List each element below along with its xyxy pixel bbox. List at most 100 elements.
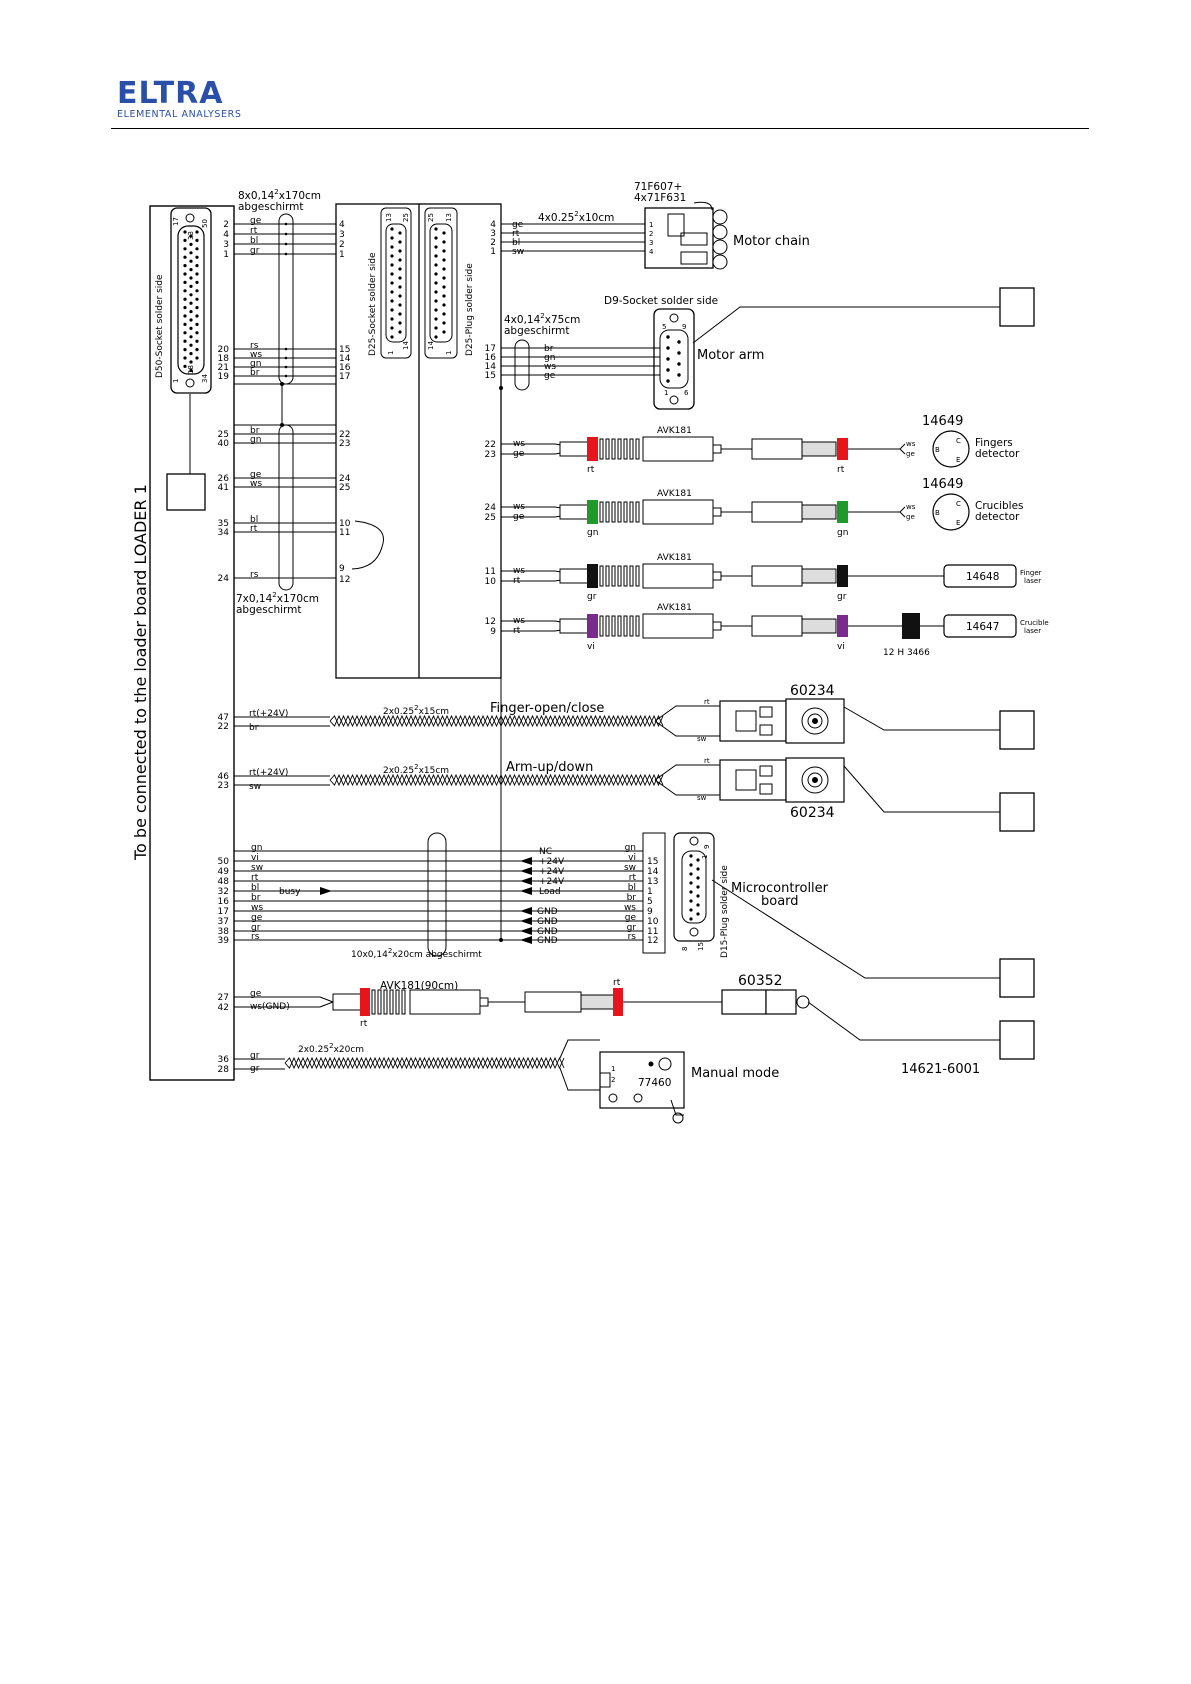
connector-pin: 4 (490, 220, 496, 230)
color-marker (837, 438, 848, 460)
loader-pin: 22 (218, 722, 229, 732)
connector-pin: 2 (339, 240, 345, 250)
signal-label: GND (537, 907, 558, 917)
color-marker (837, 615, 848, 637)
wire-loop (351, 520, 384, 570)
terminal-pin: 12 (647, 936, 658, 946)
marker-label: vi (587, 642, 595, 652)
wire-color: rt (629, 873, 637, 883)
signal-label: +24V (539, 877, 565, 887)
micro-cable-spec: 10x0,142x20cm abgeschirmt (351, 947, 482, 960)
terminal-pin: 1 (647, 887, 653, 897)
terminal-strip (642, 832, 666, 954)
connector-pin: 15 (339, 345, 350, 355)
loader-pin: 37 (218, 917, 229, 927)
d15-pin: 8 (681, 947, 689, 951)
color-marker (613, 988, 623, 1016)
xlr-pin: E (956, 519, 960, 527)
avk181-cables: 2223wsgertAVK181rtwsgeCBE14649Fingersdet… (485, 414, 1049, 658)
wire-color: bl (628, 883, 636, 893)
color-marker (587, 614, 598, 638)
loader-pin: 35 (218, 519, 229, 529)
shield-ellipse-mid (278, 424, 294, 591)
header-rule (111, 128, 1089, 129)
loader-pin: 16 (218, 897, 230, 907)
wire-color: sw (249, 782, 261, 792)
wire-color: ws (513, 502, 525, 512)
wire-color: br (251, 893, 261, 903)
wire-color: ws (906, 503, 916, 511)
device-label: laser (1024, 577, 1041, 585)
valve-body (719, 759, 787, 801)
switch-pin: 1 (611, 1065, 615, 1073)
wire-color: gr (250, 246, 260, 256)
loader-pin: 20 (218, 345, 230, 355)
manual-mode-label: Manual mode (691, 1066, 779, 1081)
d9-pin-6: 6 (684, 389, 689, 397)
motor-chain-pin: 1 (649, 221, 653, 229)
loader-pin: 40 (218, 439, 230, 449)
valve-link (843, 706, 1000, 731)
signal-arrow (520, 936, 532, 944)
clamp-part: 12 H 3466 (883, 648, 930, 658)
loader-pin: 18 (218, 354, 230, 364)
wire-color: ws (513, 439, 525, 449)
wire-color: bl (251, 883, 259, 893)
xlr-connector (932, 493, 970, 531)
loader-pin: 32 (218, 887, 229, 897)
terminal-pin: 5 (647, 897, 653, 907)
wire-color: ws (513, 616, 525, 626)
connector-pin: 11 (485, 567, 496, 577)
wire-color: sw (624, 863, 636, 873)
signal-arrow (520, 927, 532, 935)
device-label: Finger (1020, 569, 1042, 577)
d25p-pin-13: 13 (445, 213, 453, 222)
loader-pin: 28 (218, 1065, 230, 1075)
connector-pin: 24 (339, 474, 351, 484)
xlr-pin: C (956, 500, 961, 508)
loader-pin: 25 (218, 430, 229, 440)
connector-pin: 23 (339, 439, 350, 449)
signal-label: +24V (539, 857, 565, 867)
loader-board-label: To be connected to the loader board LOAD… (131, 484, 150, 861)
micro-link (711, 879, 1000, 979)
part-number: 60234 (790, 683, 835, 699)
loader-pin: 27 (218, 993, 229, 1003)
wire-color: gr (250, 1064, 260, 1074)
motor-arm-box (999, 287, 1035, 327)
signal-arrow (520, 857, 532, 865)
wire-color: sw (697, 794, 707, 802)
cable-mid-spec: 7x0,142x170cm (236, 591, 319, 605)
wire-color: bl (250, 236, 258, 246)
d9-pin-1: 1 (664, 389, 668, 397)
loader-pin: 36 (218, 1055, 230, 1065)
wire-color: rt (704, 757, 710, 765)
connector-pin: 22 (339, 430, 350, 440)
busy-arrow (320, 887, 332, 895)
wire-color: ws (250, 479, 262, 489)
terminal-pin: 9 (647, 907, 653, 917)
cable-label: AVK181 (657, 426, 692, 436)
connector-60352 (721, 989, 767, 1015)
motor-arm-cable: 4x0,142x75cm (504, 312, 580, 326)
wire-color: ge (250, 470, 262, 480)
wire-color: ws (251, 903, 263, 913)
wire-color: rs (628, 932, 637, 942)
motor-chain-cable: 4x0.252x10cm (538, 210, 614, 224)
motor-chain-label: Motor chain (733, 234, 810, 249)
d50-pin-1: 1 (172, 379, 180, 383)
part-number: 77460 (638, 1077, 671, 1089)
loader-pin: 38 (218, 927, 230, 937)
wire-color: gr (250, 1051, 260, 1061)
actuator-label: Finger-open/close (490, 701, 604, 716)
d25s-pin-14: 14 (402, 341, 410, 350)
wire-color: ge (544, 371, 556, 381)
cable-spec: 2x0.252x15cm (383, 763, 449, 776)
wire-color: rt (250, 226, 258, 236)
connector-pin: 9 (490, 627, 496, 637)
valve-box (999, 792, 1035, 832)
